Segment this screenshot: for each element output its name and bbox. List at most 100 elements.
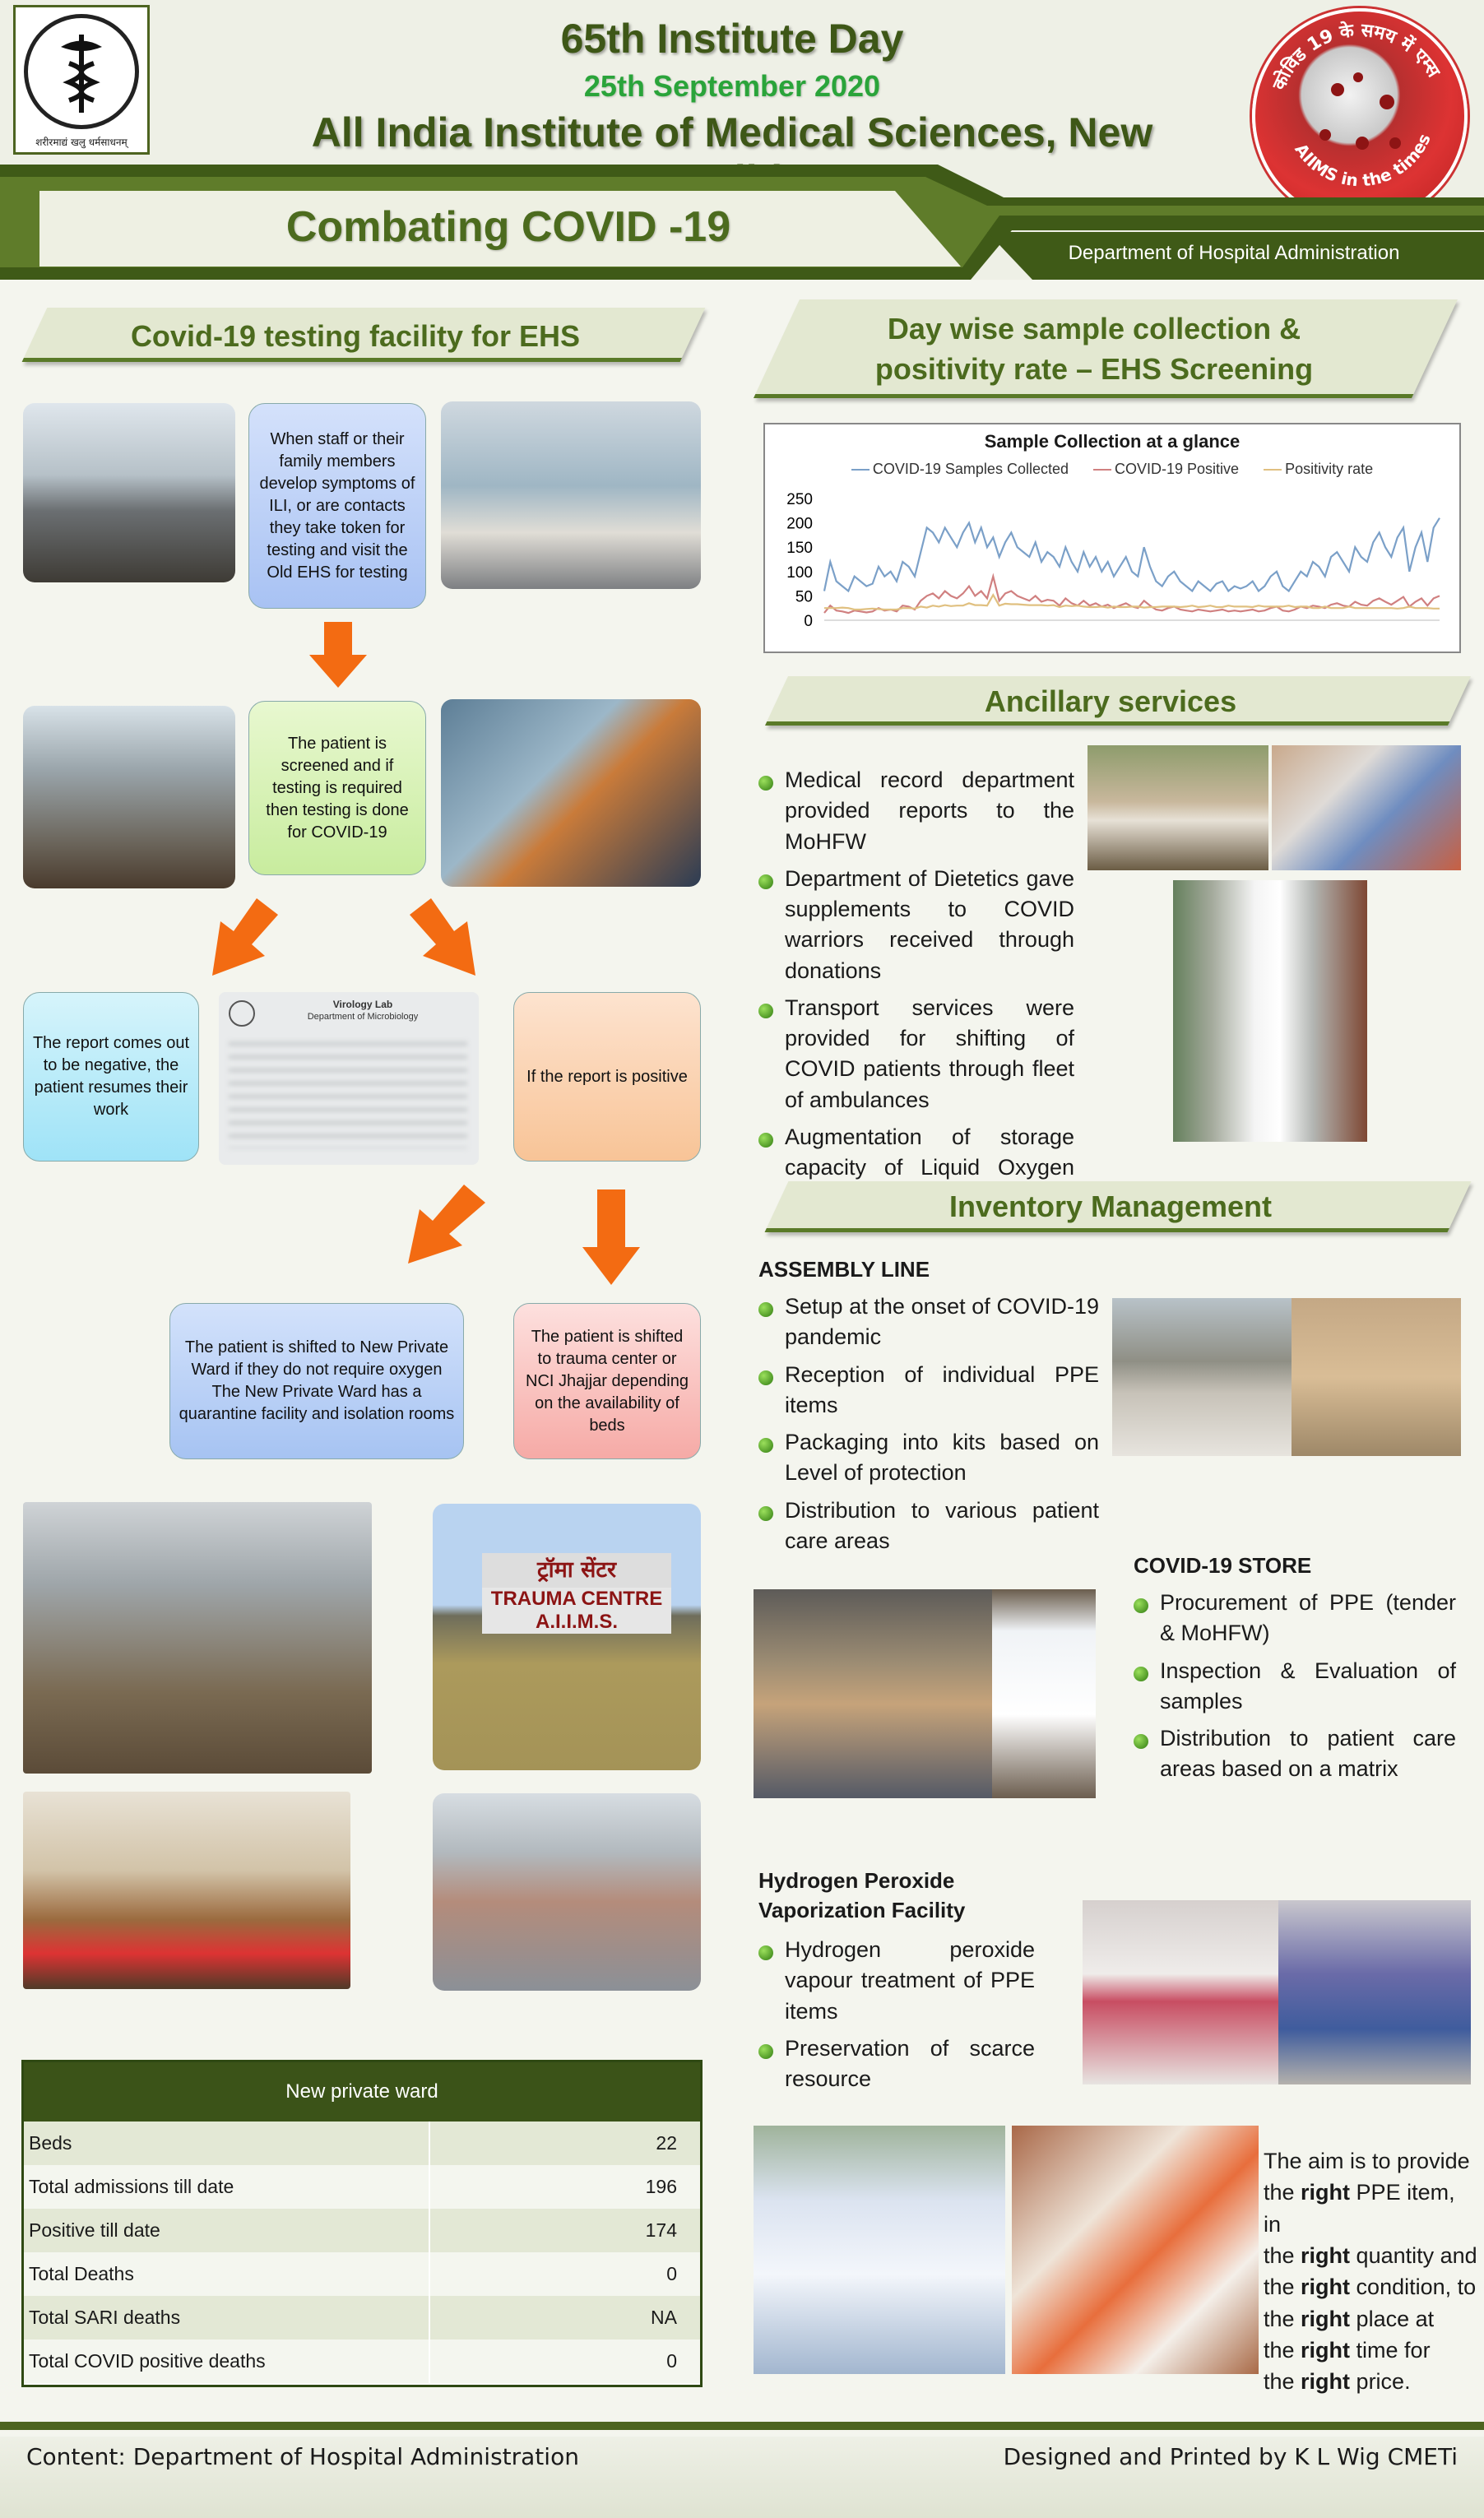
virus-text-top: कोविड 19 के समय में एम्स bbox=[1268, 19, 1445, 94]
department-label: Department of Hospital Administration bbox=[1068, 242, 1400, 264]
hp-title-line1: Hydrogen Peroxide bbox=[758, 1868, 955, 1893]
inventory-section-title: Inventory Management bbox=[948, 1189, 1273, 1223]
store-item: Inspection & Evaluation of samples bbox=[1132, 1656, 1456, 1718]
table-row-label: Total admissions till date bbox=[29, 2176, 234, 2197]
negative-report-box: The report comes out to be negative, the… bbox=[23, 992, 199, 1162]
aerial-campus-photo bbox=[433, 1793, 701, 1991]
series-line bbox=[824, 592, 1440, 611]
store-item: Procurement of PPE (tender & MoHFW) bbox=[1132, 1588, 1456, 1649]
aim-line: the right PPE item, in bbox=[1264, 2180, 1455, 2237]
step-symptoms-box: When staff or their family members devel… bbox=[248, 403, 426, 609]
ancillary-section-title: Ancillary services bbox=[984, 684, 1237, 718]
aim-line: the right condition, to bbox=[1264, 2275, 1477, 2300]
daywise-title-line1: Day wise sample collection & bbox=[887, 312, 1301, 345]
ppe-suit-photo bbox=[992, 1589, 1096, 1798]
main-title-bar bbox=[39, 191, 961, 267]
table-row: Total Deaths 0 bbox=[24, 2252, 700, 2296]
y-tick-label: 250 bbox=[786, 491, 813, 508]
table-row-value: 0 bbox=[429, 2252, 700, 2296]
table-row-label: Positive till date bbox=[29, 2219, 160, 2241]
hp-title-line2: Vaporization Facility bbox=[758, 1898, 966, 1923]
assembly-item: Reception of individual PPE items bbox=[757, 1360, 1099, 1421]
arrow-down-icon bbox=[309, 622, 367, 688]
table-row: Positive till date 174 bbox=[24, 2209, 700, 2252]
aim-line: The aim is to provide bbox=[1264, 2149, 1470, 2173]
store-room-photo bbox=[754, 1589, 992, 1798]
y-tick-label: 200 bbox=[786, 516, 813, 533]
covid-store-title: COVID-19 STORE bbox=[1134, 1553, 1312, 1578]
y-tick-label: 0 bbox=[804, 613, 813, 630]
lab-report-seal bbox=[229, 1000, 255, 1027]
assembly-item: Distribution to various patient care are… bbox=[757, 1495, 1099, 1557]
isolation-room-photo bbox=[23, 1792, 350, 1989]
legend-entry: Positivity rate bbox=[1264, 461, 1373, 478]
lab-report-heading: Virology Lab bbox=[332, 999, 393, 1010]
y-tick-label: 100 bbox=[786, 564, 813, 582]
chart-legend: COVID-19 Samples Collected COVID-19 Posit… bbox=[765, 461, 1459, 478]
footer-content-credit: Content: Department of Hospital Administ… bbox=[26, 2443, 579, 2470]
ppe-worker-photo bbox=[754, 2126, 1005, 2374]
daywise-section-title: Day wise sample collection & positivity … bbox=[757, 309, 1431, 389]
masks-photo bbox=[1012, 2126, 1259, 2374]
ancillary-list: Medical record department provided repor… bbox=[757, 765, 1074, 1221]
table-row-value: NA bbox=[429, 2296, 700, 2339]
step-screening-box: The patient is screened and if testing i… bbox=[248, 701, 426, 875]
trauma-center-box: The patient is shifted to trauma center … bbox=[513, 1303, 701, 1459]
aim-line: the right quantity and bbox=[1264, 2242, 1477, 2268]
arrow-down-right-icon bbox=[410, 898, 475, 976]
positive-report-box: If the report is positive bbox=[513, 992, 701, 1162]
aiims-logo: शरीरमाद्यं खलु धर्मसाधनम् bbox=[13, 5, 150, 155]
table-row-label: Total COVID positive deaths bbox=[29, 2350, 266, 2372]
aim-line: the right place at bbox=[1264, 2306, 1435, 2331]
logo-motto: शरीरमाद्यं खलु धर्मसाधनम् bbox=[35, 137, 128, 148]
hp-item: Preservation of scarce resource bbox=[757, 2033, 1035, 2095]
assembly-item: Setup at the onset of COVID-19 pandemic bbox=[757, 1291, 1099, 1353]
legend-entry: COVID-19 Samples Collected bbox=[851, 461, 1069, 478]
testing-section-title: Covid-19 testing facility for EHS bbox=[130, 319, 581, 353]
supplements-photo bbox=[1272, 745, 1461, 870]
table-row: Total COVID positive deaths 0 bbox=[24, 2339, 700, 2383]
ppe-boxes-photo bbox=[1292, 1298, 1461, 1456]
store-list: Procurement of PPE (tender & MoHFW) Inspe… bbox=[1132, 1588, 1456, 1792]
aim-statement: The aim is to provide the right PPE item… bbox=[1264, 2145, 1477, 2398]
table-row-label: Beds bbox=[29, 2132, 72, 2154]
hp-item: Hydrogen peroxide vapour treatment of PP… bbox=[757, 1935, 1035, 2027]
ambulance-photo bbox=[1087, 745, 1268, 870]
arrow-down-left-icon bbox=[212, 898, 278, 976]
store-item: Distribution to patient care areas based… bbox=[1132, 1723, 1456, 1785]
lab-report-dept: Department of Microbiology bbox=[307, 1012, 419, 1022]
table-row-value: 174 bbox=[429, 2209, 700, 2252]
ancillary-item: Department of Dietetics gave supplements… bbox=[757, 864, 1074, 986]
aim-line: the right time for bbox=[1264, 2337, 1431, 2363]
footer-design-credit: Designed and Printed by K L Wig CMETi bbox=[1003, 2443, 1458, 2470]
private-ward-corridor-photo bbox=[23, 1502, 372, 1774]
legend-entry: COVID-19 Positive bbox=[1093, 461, 1239, 478]
swab-collection-photo bbox=[441, 699, 701, 887]
ehs-counter-photo bbox=[23, 403, 235, 582]
ancillary-item: Medical record department provided repor… bbox=[757, 765, 1074, 857]
series-line bbox=[823, 517, 1440, 593]
ancillary-item: Augmentation of storage capacity of Liqu… bbox=[757, 1122, 1074, 1214]
ward-table-header: New private ward bbox=[24, 2062, 700, 2122]
main-title: Combating COVID -19 bbox=[285, 203, 731, 251]
event-date: 25th September 2020 bbox=[583, 69, 881, 103]
chart-title: Sample Collection at a glance bbox=[984, 431, 1241, 452]
y-tick-label: 150 bbox=[786, 540, 813, 557]
table-row-value: 196 bbox=[429, 2165, 700, 2209]
lab-report-image: Virology Lab Department of Microbiology bbox=[219, 992, 479, 1165]
table-row-value: 22 bbox=[429, 2122, 700, 2165]
table-row-value: 0 bbox=[429, 2339, 700, 2383]
trauma-sign-english: TRAUMA CENTRE A.I.I.M.S. bbox=[482, 1588, 671, 1634]
footer-rule bbox=[0, 2422, 1484, 2430]
table-row-label: Total Deaths bbox=[29, 2263, 134, 2284]
sample-collection-chart: Sample Collection at a glance COVID-19 S… bbox=[763, 423, 1461, 653]
institute-name: All India Institute of Medical Sciences,… bbox=[311, 109, 1153, 203]
assembly-line-title: ASSEMBLY LINE bbox=[758, 1257, 930, 1282]
arrow-down-left-icon bbox=[408, 1185, 485, 1264]
hp-chamber-photo bbox=[1278, 1900, 1471, 2084]
ehs-entrance-photo bbox=[441, 401, 701, 589]
